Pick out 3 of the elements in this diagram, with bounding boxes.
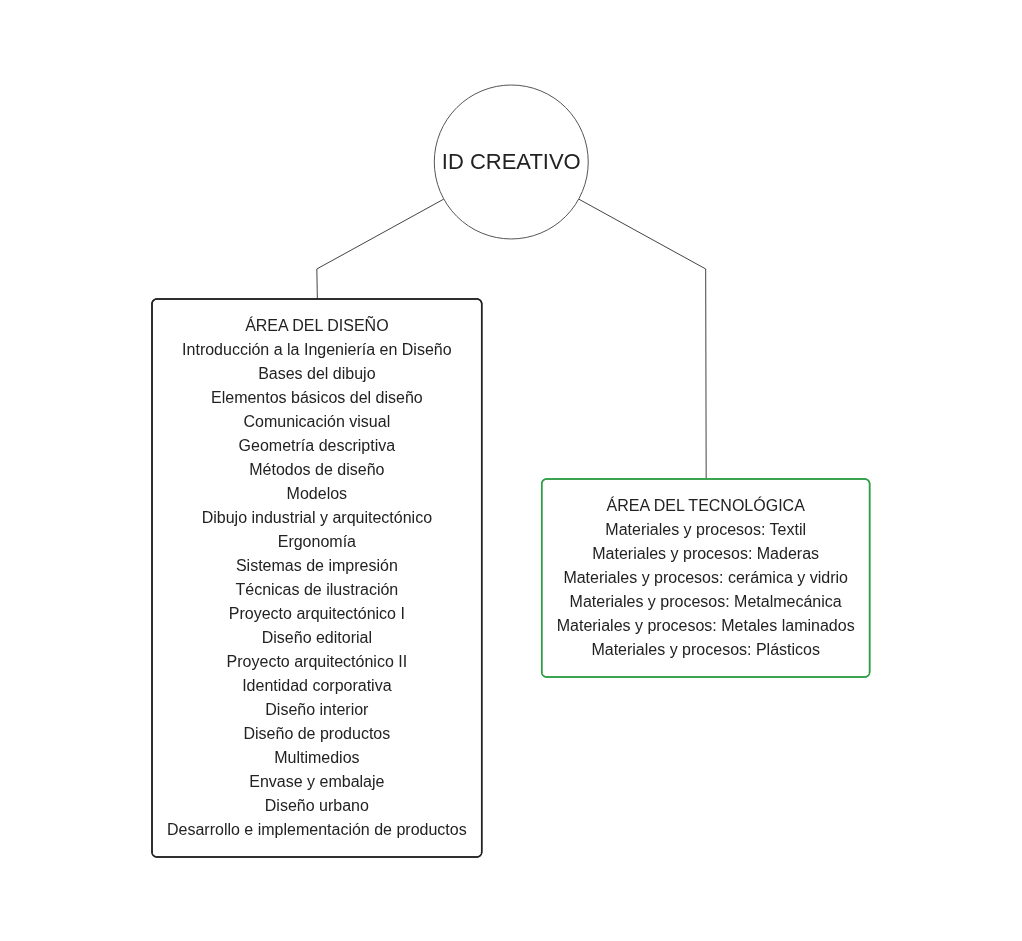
connector [316,198,445,300]
connector [578,198,707,480]
node-circle: ID CREATIVO [434,84,589,239]
